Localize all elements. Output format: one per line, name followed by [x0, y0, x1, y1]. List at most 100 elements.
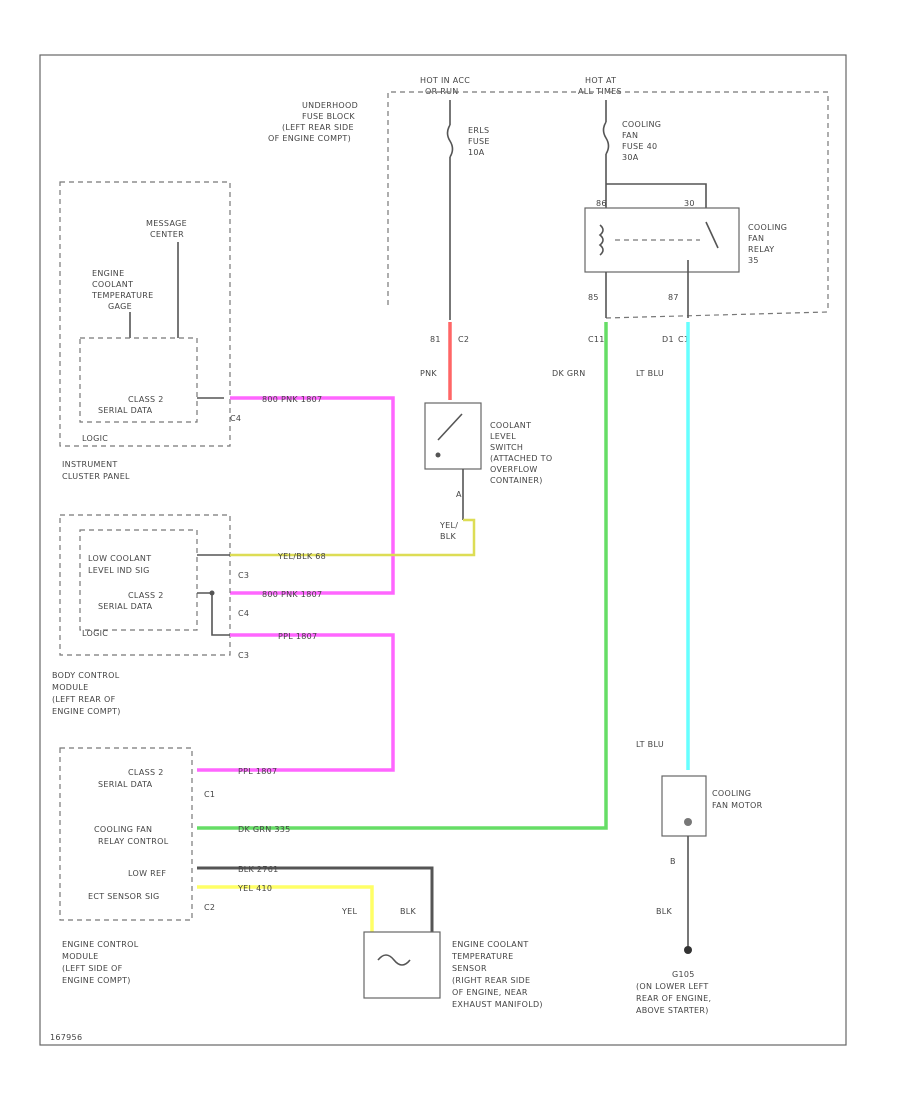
fan-connector-c11: C11 — [588, 335, 605, 344]
diagram-code: 167956 — [50, 1033, 82, 1042]
ect-gauge-label-2: COOLANT — [92, 280, 133, 289]
underhood-fuse-block-outline — [387, 91, 829, 312]
relay-pin-30: 30 — [684, 199, 695, 208]
cls-pin-a: A — [456, 490, 462, 499]
dk-grn-wire-label: DK GRN 335 — [238, 825, 291, 834]
ects-label-3: SENSOR — [452, 964, 487, 973]
underhood-label-1: UNDERHOOD — [302, 101, 358, 110]
yel-wire-label: YEL 410 — [237, 884, 272, 893]
cls-label-4: (ATTACHED TO — [490, 454, 552, 463]
bcm-wire-label: 800 PNK 1807 — [262, 590, 322, 599]
ipc-logic-label: LOGIC — [82, 434, 108, 443]
g105-label-3: REAR OF ENGINE, — [636, 994, 711, 1003]
instrument-cluster-panel — [59, 181, 231, 447]
erls-connector-c2: C2 — [458, 335, 469, 344]
bcm-connector-c3-lower: C3 — [238, 651, 249, 660]
ipc-class2-label-1: CLASS 2 — [128, 395, 164, 404]
cooling-fuse-label-1: COOLING — [622, 120, 661, 129]
yel-blk-wire-label: YEL/BLK 68 — [277, 552, 326, 561]
bcm-name-1: BODY CONTROL — [52, 671, 120, 680]
message-center-label-1: MESSAGE — [146, 219, 187, 228]
cls-label-2: LEVEL — [490, 432, 516, 441]
relay-feed-wire — [606, 183, 707, 208]
ipc-name-2: CLUSTER PANEL — [62, 472, 130, 481]
ecm-class2-label-1: CLASS 2 — [128, 768, 164, 777]
bcm-name-2: MODULE — [52, 683, 89, 692]
ects-label-1: ENGINE COOLANT — [452, 940, 529, 949]
ppl-wire-label-1: PPL 1807 — [278, 632, 317, 641]
erls-fuse-label-2: FUSE — [468, 137, 490, 146]
fan-motor-blk-label: BLK — [656, 907, 673, 916]
ecm-name-1: ENGINE CONTROL — [62, 940, 139, 949]
relay-label-2: FAN — [748, 234, 764, 243]
ects-label-4: (RIGHT REAR SIDE — [452, 976, 530, 985]
cls-label-3: SWITCH — [490, 443, 523, 452]
ect-sig-yel-wire — [197, 885, 374, 932]
bcm-name-3: (LEFT REAR OF — [52, 695, 116, 704]
fuse-block-bottom-edge — [605, 311, 829, 319]
g105-label-2: (ON LOWER LEFT — [636, 982, 709, 991]
cooling-fan-motor — [661, 775, 707, 837]
lt-blu-label-bottom: LT BLU — [636, 740, 664, 749]
bcm-name-4: ENGINE COMPT) — [52, 707, 121, 716]
ects-label-6: EXHAUST MANIFOLD) — [452, 1000, 543, 1009]
bcm-inner-box — [79, 529, 198, 631]
relay-coil-icon — [598, 224, 604, 256]
erls-fuse-symbol — [446, 124, 454, 158]
g105-label-4: ABOVE STARTER) — [636, 1006, 709, 1015]
fan-connector-c1: C1 — [678, 335, 689, 344]
coolant-switch-contact-icon — [437, 413, 463, 441]
low-coolant-label-2: LEVEL IND SIG — [88, 566, 150, 575]
cls-label-1: COOLANT — [490, 421, 531, 430]
ect-gauge-label-3: TEMPERATURE — [91, 291, 153, 300]
ipc-bcm-serial-wire — [230, 396, 395, 595]
relay-label-4: 35 — [748, 256, 759, 265]
ect-gauge-label-1: ENGINE — [92, 269, 124, 278]
ipc-logic-box — [79, 337, 198, 423]
low-coolant-label-1: LOW COOLANT — [88, 554, 151, 563]
coolant-level-switch — [424, 402, 482, 470]
bcm-connector-c4: C4 — [238, 609, 249, 618]
g105-label-1: G105 — [672, 970, 695, 979]
ecm-name-2: MODULE — [62, 952, 99, 961]
blk-label: BLK — [400, 907, 417, 916]
relay-out-label-87: 87 — [668, 293, 679, 302]
ipc-wire-label: 800 PNK 1807 — [262, 395, 322, 404]
ecm-class2-label-2: SERIAL DATA — [98, 780, 153, 789]
ecm-low-ref-label: LOW REF — [128, 869, 166, 878]
ect-gauge-label-4: GAGE — [108, 302, 132, 311]
diagram-frame — [39, 54, 847, 1046]
underhood-label-2: FUSE BLOCK — [302, 112, 355, 121]
ipc-connector-c4: C4 — [230, 414, 241, 423]
ecm-relay-ctrl-label-1: COOLING FAN — [94, 825, 152, 834]
relay-out-label-85: 85 — [588, 293, 599, 302]
hot-in-acc-label: HOT IN ACC — [420, 76, 470, 85]
ipc-class2-label-2: SERIAL DATA — [98, 406, 153, 415]
bcm-class2-label-2: SERIAL DATA — [98, 602, 153, 611]
bcm-connector-c3-upper: C3 — [238, 571, 249, 580]
erls-connector-number: 81 — [430, 335, 441, 344]
erls-fuse-label-3: 10A — [468, 148, 485, 157]
relay-label-3: RELAY — [748, 245, 775, 254]
ecm-connector-c1: C1 — [204, 790, 215, 799]
underhood-label-3: (LEFT REAR SIDE — [282, 123, 354, 132]
ecm-relay-ctrl-label-2: RELAY CONTROL — [98, 837, 169, 846]
relay-pin-86: 86 — [596, 199, 607, 208]
hot-in-acc-run-label: OR RUN — [425, 87, 459, 96]
erls-fuse-label-1: ERLS — [468, 126, 489, 135]
hot-at-label: HOT AT — [585, 76, 616, 85]
ppl-wire-label-2: PPL 1807 — [238, 767, 277, 776]
bcm-logic-label: LOGIC — [82, 629, 108, 638]
cooling-fuse-label-4: 30A — [622, 153, 639, 162]
cooling-fan-fuse-symbol — [602, 121, 610, 155]
body-control-module — [59, 514, 231, 656]
ipc-name-1: INSTRUMENT — [62, 460, 118, 469]
cooling-fuse-label-3: FUSE 40 — [622, 142, 657, 151]
fan-motor-pin-b: B — [670, 857, 676, 866]
fan-motor-label-2: FAN MOTOR — [712, 801, 763, 810]
cooling-fuse-label-2: FAN — [622, 131, 638, 140]
yel-blk-wire — [230, 518, 476, 557]
fan-motor-label-1: COOLING — [712, 789, 751, 798]
engine-coolant-temp-sensor — [363, 931, 441, 999]
underhood-label-4: OF ENGINE COMPT) — [268, 134, 351, 143]
